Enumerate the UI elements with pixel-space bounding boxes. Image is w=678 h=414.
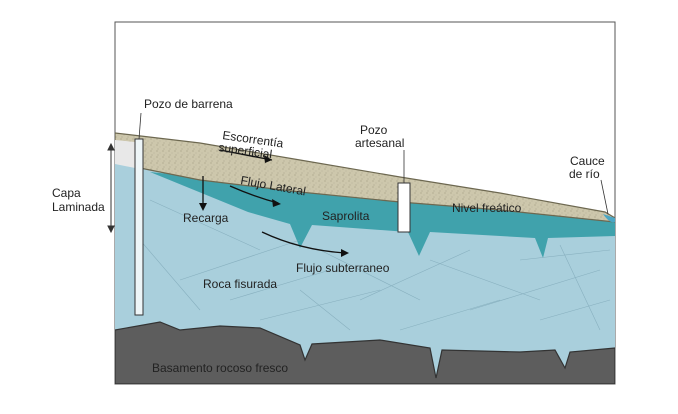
river-leader: [600, 179, 609, 215]
lateral-flow-arrow: [229, 185, 281, 207]
runoff-arrow: [219, 149, 273, 163]
subsurface-flow-arrow: [261, 231, 349, 257]
layer-label-line2: Laminada: [52, 200, 105, 214]
topsoil-layer: [115, 132, 615, 223]
river-label-line2: de río: [569, 167, 600, 181]
laminated-zone: [115, 140, 135, 168]
borehole-label: Pozo de barrena: [144, 97, 233, 111]
layer-label-line1: Capa: [52, 186, 81, 200]
bedrock-layer: [115, 321, 615, 384]
artesian-well: [397, 182, 411, 233]
river: [603, 214, 615, 223]
artesian-label-line2: artesanal: [355, 136, 404, 150]
laminated-bracket: [107, 142, 115, 234]
recharge-arrow: [199, 176, 207, 211]
borehole-well: [134, 138, 144, 316]
recharge-label: Recarga: [183, 211, 229, 225]
fracture-lines: [139, 199, 611, 331]
water-table-label: Nivel freático: [452, 201, 522, 215]
bedrock-label: Basamento rocoso fresco: [152, 361, 288, 375]
saprolite-label: Saprolita: [322, 209, 370, 223]
saprolite-layer: [150, 172, 615, 258]
subsurface-flow-label: Flujo subterraneo: [296, 261, 390, 275]
borehole-leader: [138, 112, 142, 140]
river-label-line1: Cauce: [570, 154, 605, 168]
artesian-label-line1: Pozo: [360, 123, 388, 137]
fractured-rock-label: Roca fisurada: [203, 277, 277, 291]
